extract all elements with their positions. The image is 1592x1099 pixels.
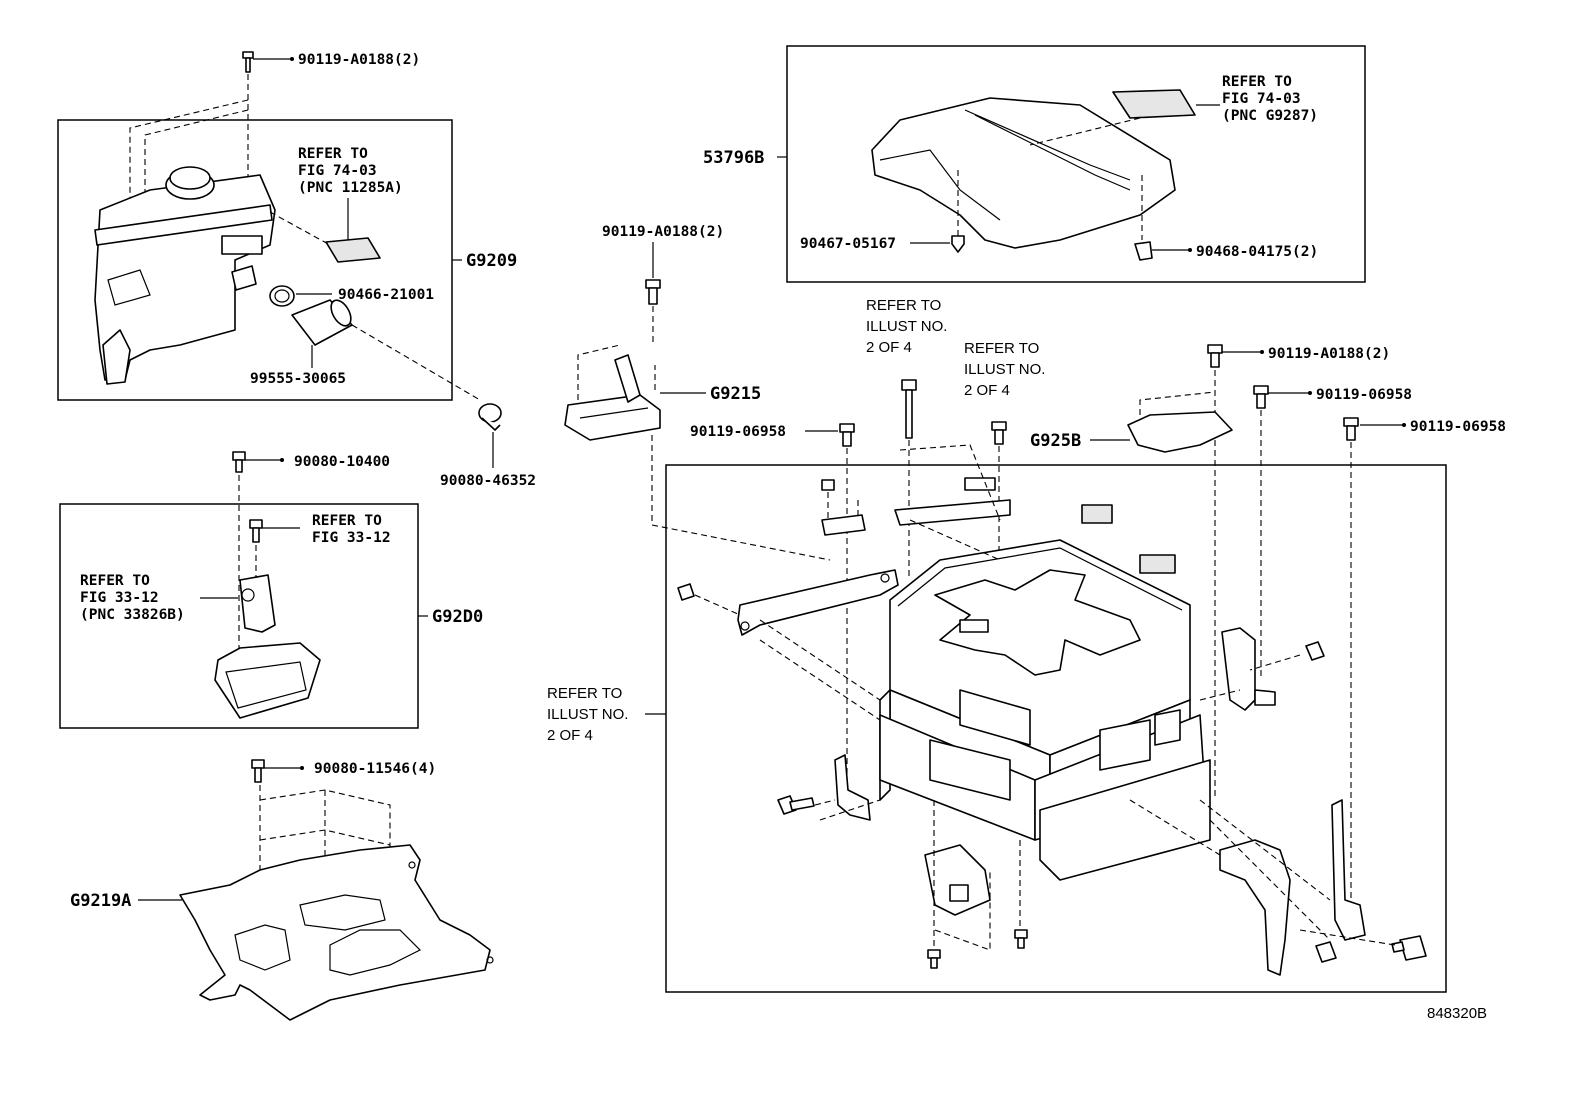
- bolt-bottom-a[interactable]: [927, 949, 941, 969]
- bolt-right-lower-b[interactable]: [1391, 935, 1427, 961]
- clamp-90080-46352[interactable]: [478, 403, 502, 431]
- svg-text:REFER TO: REFER TO: [298, 146, 368, 162]
- refer-note-fig-33-12-a: REFER TO FIG 33-12: [312, 513, 391, 546]
- bolt-90119-06958-c[interactable]: [1343, 417, 1359, 441]
- svg-text:2 OF 4: 2 OF 4: [964, 382, 1010, 399]
- label-sticker-a: [325, 237, 381, 263]
- group-box-inverter: [665, 464, 1447, 993]
- label-90119-06958-c: 90119-06958: [1410, 419, 1506, 435]
- bolt-right-lower-a[interactable]: [1315, 941, 1337, 963]
- label-90080-10400: 90080-10400: [294, 454, 390, 470]
- svg-text:FIG 74-03: FIG 74-03: [1222, 91, 1301, 107]
- bolt-90119-a0188-top[interactable]: [242, 51, 254, 73]
- label-g925b: G925B: [1030, 431, 1081, 451]
- label-g9209: G9209: [466, 251, 517, 271]
- bracket-small-upper[interactable]: [821, 479, 866, 536]
- bolt-right-upper[interactable]: [1305, 641, 1325, 661]
- label-g9219a: G9219A: [70, 891, 131, 911]
- label-90119-06958-b: 90119-06958: [1316, 387, 1412, 403]
- svg-text:REFER TO: REFER TO: [964, 340, 1039, 357]
- label-90119-a0188-right: 90119-A0188(2): [1268, 346, 1390, 362]
- bolt-90080-11546[interactable]: [251, 759, 265, 783]
- bolt-90080-10400[interactable]: [232, 451, 246, 473]
- bolt-illust-b[interactable]: [991, 421, 1007, 445]
- inverter-assembly[interactable]: [879, 477, 1211, 881]
- svg-text:(PNC 33826B): (PNC 33826B): [80, 607, 185, 623]
- label-90119-a0188-top: 90119-A0188(2): [298, 52, 420, 68]
- bracket-far-right[interactable]: [1331, 799, 1366, 941]
- label-g92d0: G92D0: [432, 607, 483, 627]
- svg-text:ILLUST NO.: ILLUST NO.: [964, 361, 1045, 378]
- label-g9215: G9215: [710, 384, 761, 404]
- label-90119-a0188-mid: 90119-A0188(2): [602, 224, 724, 240]
- label-90466-21001: 90466-21001: [338, 287, 434, 303]
- label-90467-05167: 90467-05167: [800, 236, 896, 252]
- svg-text:ILLUST NO.: ILLUST NO.: [866, 318, 947, 335]
- bracket-right-upper[interactable]: [1221, 627, 1276, 711]
- svg-text:REFER TO: REFER TO: [547, 685, 622, 702]
- refer-note-fig-74-03-b: REFER TO FIG 74-03 (PNC G9287): [1222, 74, 1318, 124]
- label-99555-30065: 99555-30065: [250, 371, 346, 387]
- svg-text:2 OF 4: 2 OF 4: [547, 727, 593, 744]
- svg-text:2 OF 4: 2 OF 4: [866, 339, 912, 356]
- bracket-left-lower[interactable]: [834, 754, 871, 821]
- sensor-bracket[interactable]: [214, 574, 321, 719]
- refer-note-illust-b: REFER TO ILLUST NO. 2 OF 4: [964, 340, 1045, 399]
- svg-text:(PNC G9287): (PNC G9287): [1222, 108, 1318, 124]
- bracket-g9215[interactable]: [564, 354, 661, 441]
- svg-text:FIG 74-03: FIG 74-03: [298, 163, 377, 179]
- bolt-bottom-b[interactable]: [1014, 929, 1028, 949]
- engine-top-cover[interactable]: [871, 97, 1176, 249]
- bracket-g925b[interactable]: [1127, 411, 1233, 453]
- bolt-90119-06958-b[interactable]: [1253, 385, 1269, 409]
- svg-text:REFER TO: REFER TO: [1222, 74, 1292, 90]
- reservoir-tank[interactable]: [94, 166, 276, 385]
- bolt-fig-33-12[interactable]: [249, 519, 263, 543]
- svg-text:ILLUST NO.: ILLUST NO.: [547, 706, 628, 723]
- bolt-illust-a[interactable]: [901, 379, 917, 439]
- bracket-bottom-center[interactable]: [924, 844, 991, 916]
- label-90468-04175: 90468-04175(2): [1196, 244, 1318, 260]
- svg-text:REFER TO: REFER TO: [80, 573, 150, 589]
- clamp-90466-21001[interactable]: [269, 285, 295, 307]
- bracket-right-lower[interactable]: [1219, 839, 1291, 976]
- hose-99555-30065[interactable]: [291, 297, 355, 346]
- svg-text:FIG 33-12: FIG 33-12: [80, 590, 159, 606]
- label-90080-46352: 90080-46352: [440, 473, 536, 489]
- svg-text:REFER TO: REFER TO: [866, 297, 941, 314]
- label-90119-06958-a: 90119-06958: [690, 424, 786, 440]
- group-box-53796b: [786, 45, 1366, 283]
- bolt-left-side[interactable]: [677, 583, 695, 601]
- bolt-90119-06958-a[interactable]: [839, 423, 855, 447]
- clip-90467-05167[interactable]: [951, 235, 965, 253]
- bolt-90119-a0188-right[interactable]: [1207, 344, 1223, 368]
- label-90080-11546: 90080-11546(4): [314, 761, 436, 777]
- refer-note-illust-c: REFER TO ILLUST NO. 2 OF 4: [547, 685, 628, 744]
- figure-code: 848320B: [1427, 1005, 1487, 1022]
- svg-text:FIG 33-12: FIG 33-12: [312, 530, 391, 546]
- label-53796b: 53796B: [703, 148, 764, 168]
- under-cover-g9219a[interactable]: [179, 844, 494, 1021]
- bracket-left-upper[interactable]: [737, 569, 899, 636]
- bolt-90119-a0188-mid[interactable]: [645, 279, 661, 305]
- refer-note-fig-74-03-a: REFER TO FIG 74-03 (PNC 11285A): [298, 146, 403, 196]
- refer-note-fig-33-12-b: REFER TO FIG 33-12 (PNC 33826B): [80, 573, 185, 623]
- bolt-left-lower[interactable]: [777, 795, 815, 815]
- label-sticker-b: [1112, 89, 1196, 119]
- refer-note-illust-a: REFER TO ILLUST NO. 2 OF 4: [866, 297, 947, 356]
- clip-90468-04175[interactable]: [1134, 241, 1153, 261]
- svg-text:(PNC 11285A): (PNC 11285A): [298, 180, 403, 196]
- svg-text:REFER TO: REFER TO: [312, 513, 382, 529]
